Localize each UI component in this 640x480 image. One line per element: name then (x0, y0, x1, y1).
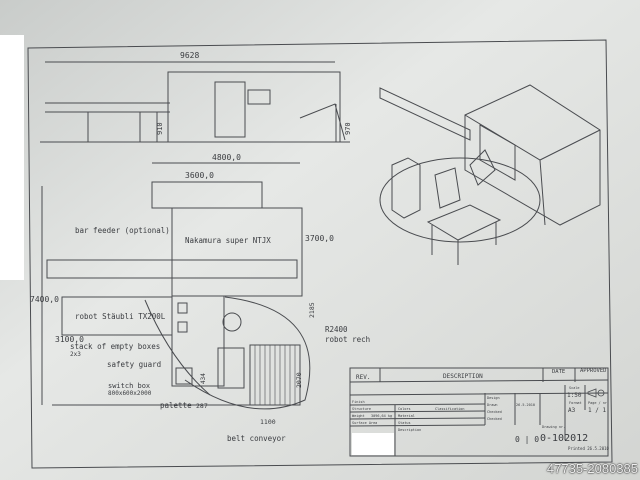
tb-drawing-nr-label: Drawing nr. (542, 425, 565, 429)
dim-length: 9628 (180, 51, 199, 60)
tb-page-label: Page / nr (588, 401, 607, 405)
tb-printed: Printed 26.5.2010 (568, 446, 610, 451)
label-stack-size: 2x3 (70, 351, 81, 358)
dim-cell-depth: 3100,0 (55, 335, 84, 344)
dim-width-total: 4800,0 (212, 153, 241, 162)
dim-height-b: 970 (344, 122, 352, 135)
reach-label: R2400 (325, 325, 348, 334)
tb-weight: Weight (352, 414, 365, 418)
tb-drawn: Drawn (487, 403, 498, 407)
projection-symbol-icon (587, 388, 606, 398)
dim-depth-machine: 3700,0 (305, 234, 334, 243)
tb-classification: Classification (435, 407, 465, 411)
tb-checked-2: Checked (487, 417, 502, 421)
label-stack-boxes: stack of empty boxes (70, 342, 160, 351)
tb-drawn-date: 26.5.2010 (516, 403, 535, 407)
dim-depth-total: 7400,0 (30, 295, 59, 304)
tb-description: DESCRIPTION (443, 373, 483, 380)
tb-drawing-nr: 0-102012 (540, 433, 588, 444)
tb-format-label: Format (569, 401, 582, 405)
plan-view (41, 162, 311, 410)
dim-2070: 2070 (295, 372, 303, 388)
tb-description-field: Description (398, 428, 421, 432)
tb-scale-label: Scale (569, 386, 580, 390)
watermark: 47735-2080385 (546, 461, 638, 476)
tb-surface-area: Surface Area (352, 421, 377, 425)
isometric-view (379, 84, 601, 265)
tb-weight-value: 3096,64 kg (371, 414, 392, 418)
tb-approved: APPROVED (580, 368, 607, 374)
tb-status: Status (398, 421, 411, 425)
drawing-border (27, 39, 613, 469)
side-view (40, 61, 350, 143)
reach-label-2: robot rech (325, 335, 370, 344)
dim-1100: 1100 (260, 418, 276, 426)
robot-symbol (222, 312, 242, 332)
dim-434: 434 (200, 373, 207, 384)
tb-scale: 1:50 (567, 392, 582, 399)
tb-design: Design (487, 396, 500, 400)
redaction-title (352, 433, 394, 455)
tb-finish: Finish (352, 400, 365, 404)
tb-sheet-mark: 0 | 0 (515, 435, 539, 444)
robot-reach-arc (184, 296, 311, 410)
label-safety-guard: safety guard (107, 360, 161, 369)
title-block (349, 367, 609, 457)
tb-material: Material (398, 414, 415, 418)
label-switch-box: switch box (108, 382, 150, 390)
tb-format: A3 (568, 407, 576, 414)
dim-height-a: 910 (156, 122, 164, 135)
tb-checked: Checked (487, 410, 502, 414)
dim-2185: 2185 (308, 302, 316, 318)
label-bar-feeder: bar feeder (optional) (75, 226, 170, 235)
machine-label: Nakamura super NTJX (185, 236, 271, 245)
dim-287: 287 (196, 402, 208, 410)
tb-date: DATE (552, 369, 565, 375)
label-robot: robot Stäubli TX200L (75, 312, 166, 321)
tb-rev: REV. (356, 374, 370, 381)
dim-width-machine: 3600,0 (185, 171, 214, 180)
tb-page: 1 / 1 (588, 407, 606, 414)
label-palette: palette (160, 401, 192, 410)
redaction-left (0, 35, 24, 280)
label-switch-box-size: 800x600x2000 (108, 390, 152, 397)
tb-colors: Colors (398, 407, 411, 411)
label-belt-conveyor: belt conveyor (227, 434, 286, 443)
tb-structure: Structure (352, 407, 371, 411)
